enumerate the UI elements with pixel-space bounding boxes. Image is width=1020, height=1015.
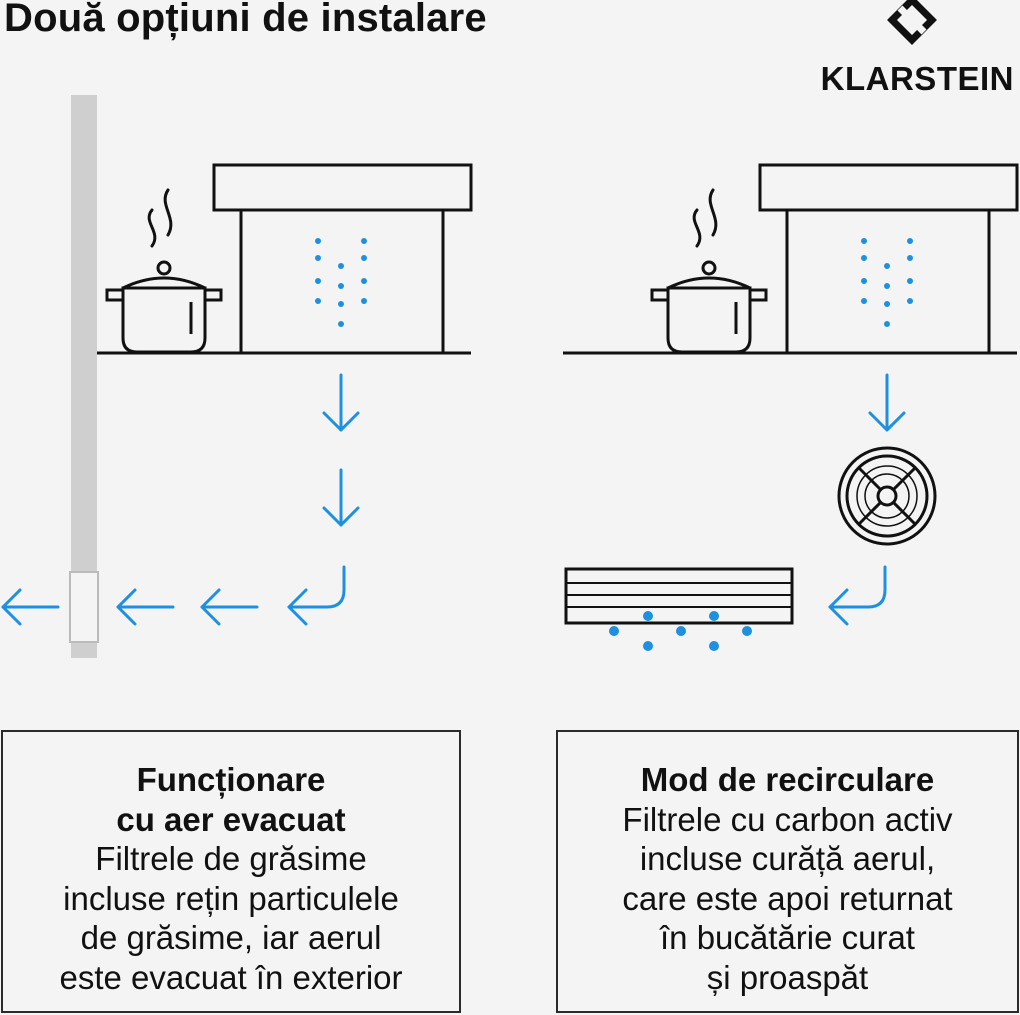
card-body-line: Filtrele cu carbon activ: [622, 800, 953, 838]
card-body-line: Filtrele de grăsime: [95, 840, 367, 877]
air-particles: [609, 611, 752, 651]
arrow-curve-left-icon: [287, 565, 346, 626]
card-body-line: este evacuat în exterior: [59, 958, 403, 996]
brand-logo: KLARSTEIN: [820, 60, 1014, 97]
arrow-down-icon: [322, 468, 360, 527]
arrow-down-icon: [868, 373, 906, 432]
card-body-line: incluse curăță aerul,: [639, 840, 936, 877]
arrow-curve-left-icon: [828, 565, 887, 626]
page-title: Două opțiuni de instalare: [4, 0, 487, 40]
range-hood-icon: [758, 163, 1019, 353]
air-vent-icon: [564, 567, 794, 625]
card-title-line: Funcționare: [136, 761, 326, 798]
cooking-pot-icon: [105, 260, 223, 354]
air-particles: [315, 238, 367, 327]
recirculation-mode-card: Mod de recirculare Filtrele cu carbon ac…: [556, 730, 1019, 1013]
card-body-line: care este apoi returnat: [622, 879, 953, 917]
installation-diagram: [1, 0, 1019, 658]
card-body-line: incluse rețin particulele: [63, 879, 399, 917]
carbon-filter-icon: [837, 446, 937, 546]
exhaust-duct-icon: [69, 95, 99, 658]
steam-icon: [147, 188, 173, 248]
arrow-left-icon: [1, 588, 60, 626]
card-body-line: de grăsime, iar aerul: [80, 919, 382, 956]
card-body-line: și proaspăt: [706, 958, 869, 996]
klarstein-logo-icon: [887, 0, 937, 45]
air-particles: [861, 238, 913, 327]
arrow-left-icon: [116, 588, 175, 626]
arrow-left-icon: [200, 588, 259, 626]
card-title-line: Mod de recirculare: [640, 761, 935, 798]
card-body-line: în bucătărie curat: [660, 919, 915, 956]
cooking-pot-icon: [650, 260, 768, 354]
card-title-line: cu aer evacuat: [116, 800, 346, 838]
steam-icon: [692, 188, 718, 248]
range-hood-icon: [212, 163, 473, 353]
exhaust-mode-card: Funcționare cu aer evacuat Filtrele de g…: [1, 730, 461, 1013]
arrow-down-icon: [322, 373, 360, 432]
